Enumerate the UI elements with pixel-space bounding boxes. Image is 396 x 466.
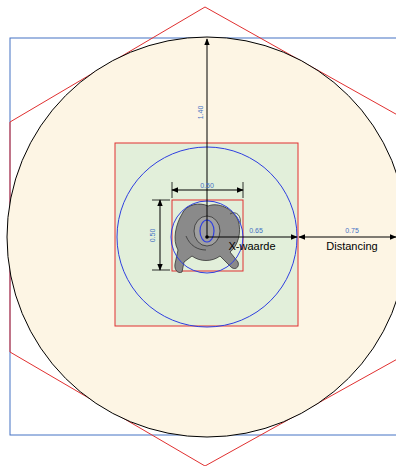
extension-line [172, 182, 173, 198]
distancing-circle [7, 37, 396, 437]
dimension-value: 0.75 [345, 227, 359, 234]
dimension-value: 0.50 [150, 228, 157, 242]
dimension-name: X-waarde [228, 241, 275, 252]
extension-line [243, 182, 244, 198]
person-figure [175, 204, 241, 272]
depth-dimension [160, 200, 161, 270]
dimension-value: 0.65 [249, 227, 263, 234]
dimension-value: 0.50 [200, 182, 214, 189]
radius-dimension [207, 39, 208, 237]
dimension-name: Distancing [326, 241, 377, 252]
x-value-dimension [207, 237, 297, 238]
extension-line [152, 200, 170, 201]
dimension-value: 1.40 [198, 105, 205, 119]
width-dimension [172, 190, 243, 191]
distancing-dimension [299, 237, 396, 238]
extension-line [152, 270, 170, 271]
center-dot [205, 235, 209, 239]
